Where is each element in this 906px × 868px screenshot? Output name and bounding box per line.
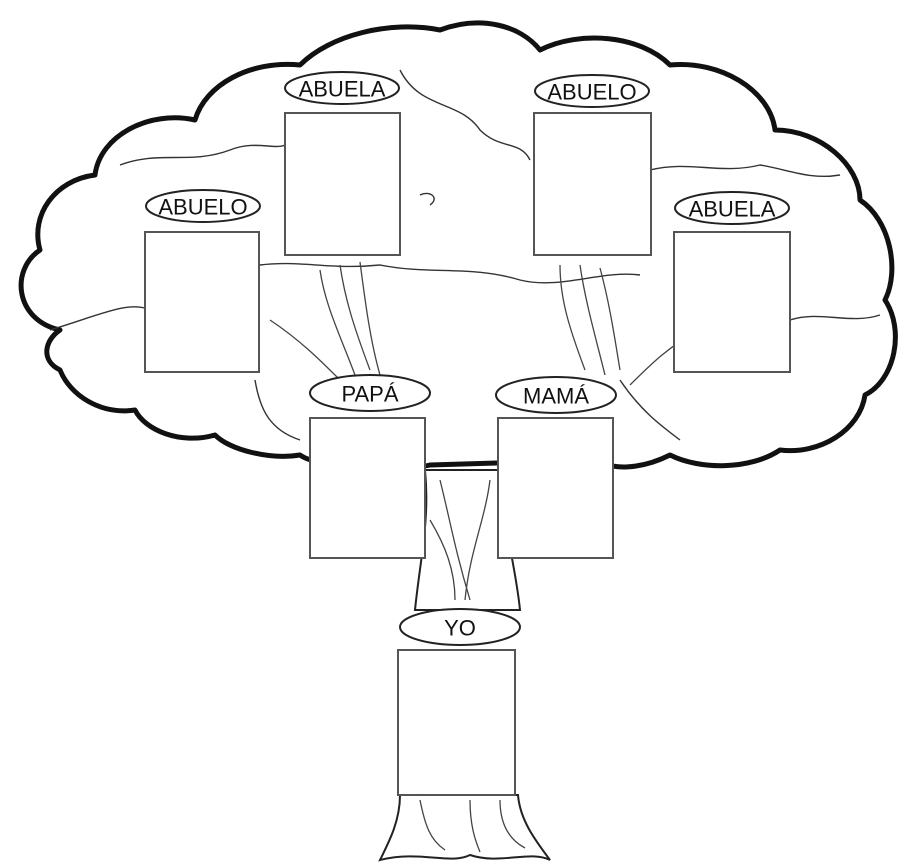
label-oval-papa xyxy=(309,374,431,412)
label-abuela-left: ABUELA xyxy=(299,77,386,102)
canopy-detail-line xyxy=(619,379,681,441)
canopy-detail-line xyxy=(259,262,641,284)
branch xyxy=(319,261,381,376)
photo-frame-abuelo-left[interactable] xyxy=(144,231,260,373)
tree-roots xyxy=(378,794,551,862)
canopy-detail-line xyxy=(119,144,286,166)
photo-frame-abuelo-right[interactable] xyxy=(533,112,652,256)
photo-frame-abuela-right[interactable] xyxy=(673,231,791,373)
canopy-detail-line xyxy=(254,379,301,441)
label-abuela-right: ABUELA xyxy=(689,197,776,222)
label-yo: YO xyxy=(444,616,476,641)
label-papa: PAPÁ xyxy=(341,382,398,407)
photo-frame-papa[interactable] xyxy=(309,417,426,559)
label-oval-abuela-left xyxy=(284,71,400,105)
label-oval-abuelo-left xyxy=(145,189,261,223)
canopy-detail-line xyxy=(649,164,841,178)
canopy-detail-line xyxy=(789,314,881,321)
photo-frame-mama[interactable] xyxy=(497,417,614,559)
photo-frame-yo[interactable] xyxy=(397,649,516,796)
label-oval-abuela-right xyxy=(674,191,790,225)
label-oval-yo xyxy=(399,608,521,646)
canopy-detail-line xyxy=(399,69,531,161)
label-oval-mama xyxy=(495,376,617,414)
trunk-bark-line xyxy=(429,479,491,601)
canopy-detail-line xyxy=(419,192,435,206)
label-abuelo-left: ABUELO xyxy=(158,195,247,220)
branch xyxy=(559,264,621,376)
label-mama: MAMÁ xyxy=(523,384,589,409)
label-abuelo-right: ABUELO xyxy=(547,80,636,105)
photo-frame-abuela-left[interactable] xyxy=(284,112,401,256)
root-detail-line xyxy=(419,799,526,853)
label-oval-abuelo-right xyxy=(534,74,650,108)
